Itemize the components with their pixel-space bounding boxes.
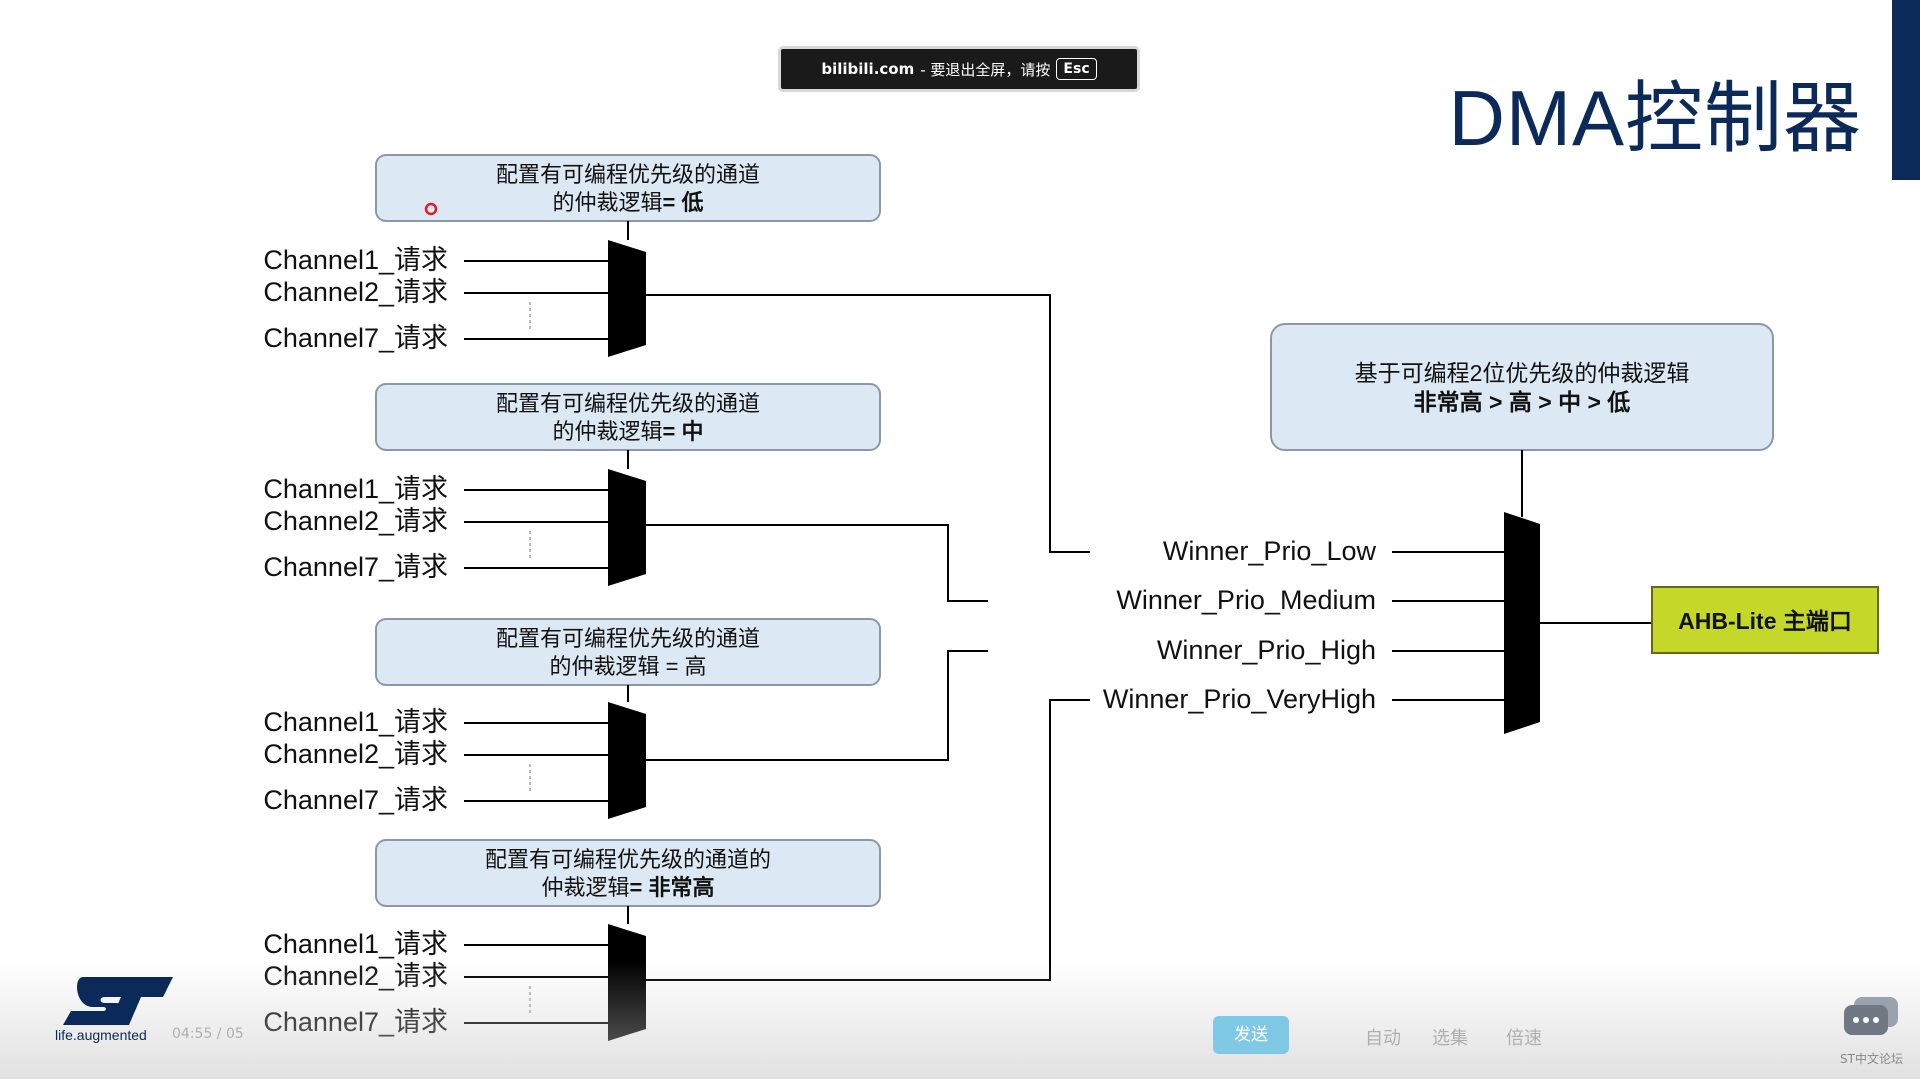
mux-block	[608, 469, 646, 586]
accent-bar	[1892, 0, 1920, 180]
channel-request-label: Channel7_请求	[263, 323, 448, 353]
final-mux-block	[1504, 512, 1540, 734]
channel-request-label: Channel1_请求	[263, 245, 448, 275]
group-label-line2: 的仲裁逻辑= 低	[553, 190, 704, 215]
winner-label: Winner_Prio_Medium	[1116, 585, 1376, 615]
toast-site: bilibili.com	[821, 60, 915, 78]
cursor-dot	[424, 202, 438, 216]
group-label-line1: 配置有可编程优先级的通道的	[485, 847, 771, 872]
winner-label: Winner_Prio_VeryHigh	[1103, 684, 1376, 714]
send-button[interactable]: 发送	[1213, 1016, 1289, 1054]
winner-label: Winner_Prio_High	[1157, 635, 1376, 665]
channel-request-label: Channel2_请求	[263, 277, 448, 307]
forum-label: ST中文论坛	[1840, 1052, 1903, 1066]
arbiter-box	[1270, 323, 1774, 451]
logo-tagline: life.augmented	[55, 1027, 147, 1043]
mux-block	[608, 240, 646, 357]
st-logo-icon	[63, 977, 173, 1025]
toast-message: - 要退出全屏，请按	[920, 60, 1051, 79]
control-episodes[interactable]: 选集	[1432, 1028, 1468, 1049]
control-speed[interactable]: 倍速	[1506, 1028, 1542, 1049]
mux-output-wire	[646, 524, 988, 602]
group-label-line2: 的仲裁逻辑= 中	[553, 419, 704, 444]
esc-key-badge: Esc	[1056, 58, 1097, 80]
channel-request-label: Channel7_请求	[263, 552, 448, 582]
group-label-line1: 配置有可编程优先级的通道	[496, 626, 760, 651]
st-logo: life.augmented	[55, 975, 180, 1043]
mux-block	[608, 702, 646, 819]
winner-label: Winner_Prio_Low	[1163, 536, 1377, 566]
player-control-bar	[0, 960, 1920, 1079]
slide-title: DMA控制器	[1448, 74, 1862, 162]
group-label-line1: 配置有可编程优先级的通道	[496, 162, 760, 187]
arbiter-line1: 基于可编程2位优先级的仲裁逻辑	[1355, 360, 1690, 386]
channel-request-label: Channel2_请求	[263, 506, 448, 536]
arbiter-line2: 非常高 > 高 > 中 > 低	[1414, 389, 1631, 415]
ahb-output-box	[1651, 586, 1879, 654]
group-label-line2: 仲裁逻辑= 非常高	[542, 875, 715, 900]
channel-request-label: Channel1_请求	[263, 707, 448, 737]
channel-request-label: Channel7_请求	[263, 785, 448, 815]
channel-request-label: Channel1_请求	[263, 474, 448, 504]
group-label-line1: 配置有可编程优先级的通道	[496, 391, 760, 416]
group-label-line2: 的仲裁逻辑 = 高	[549, 654, 706, 679]
mux-output-wire	[646, 294, 1090, 553]
fullscreen-toast: bilibili.com - 要退出全屏，请按 Esc	[778, 46, 1140, 92]
mux-output-wire	[646, 650, 988, 761]
chat-icon[interactable]	[1842, 995, 1902, 1043]
channel-request-label: Channel2_请求	[263, 739, 448, 769]
time-display: 04:55 / 05	[172, 1026, 244, 1042]
control-auto[interactable]: 自动	[1365, 1028, 1401, 1049]
channel-request-label: Channel1_请求	[263, 929, 448, 959]
ahb-output-label: AHB-Lite 主端口	[1678, 608, 1852, 634]
